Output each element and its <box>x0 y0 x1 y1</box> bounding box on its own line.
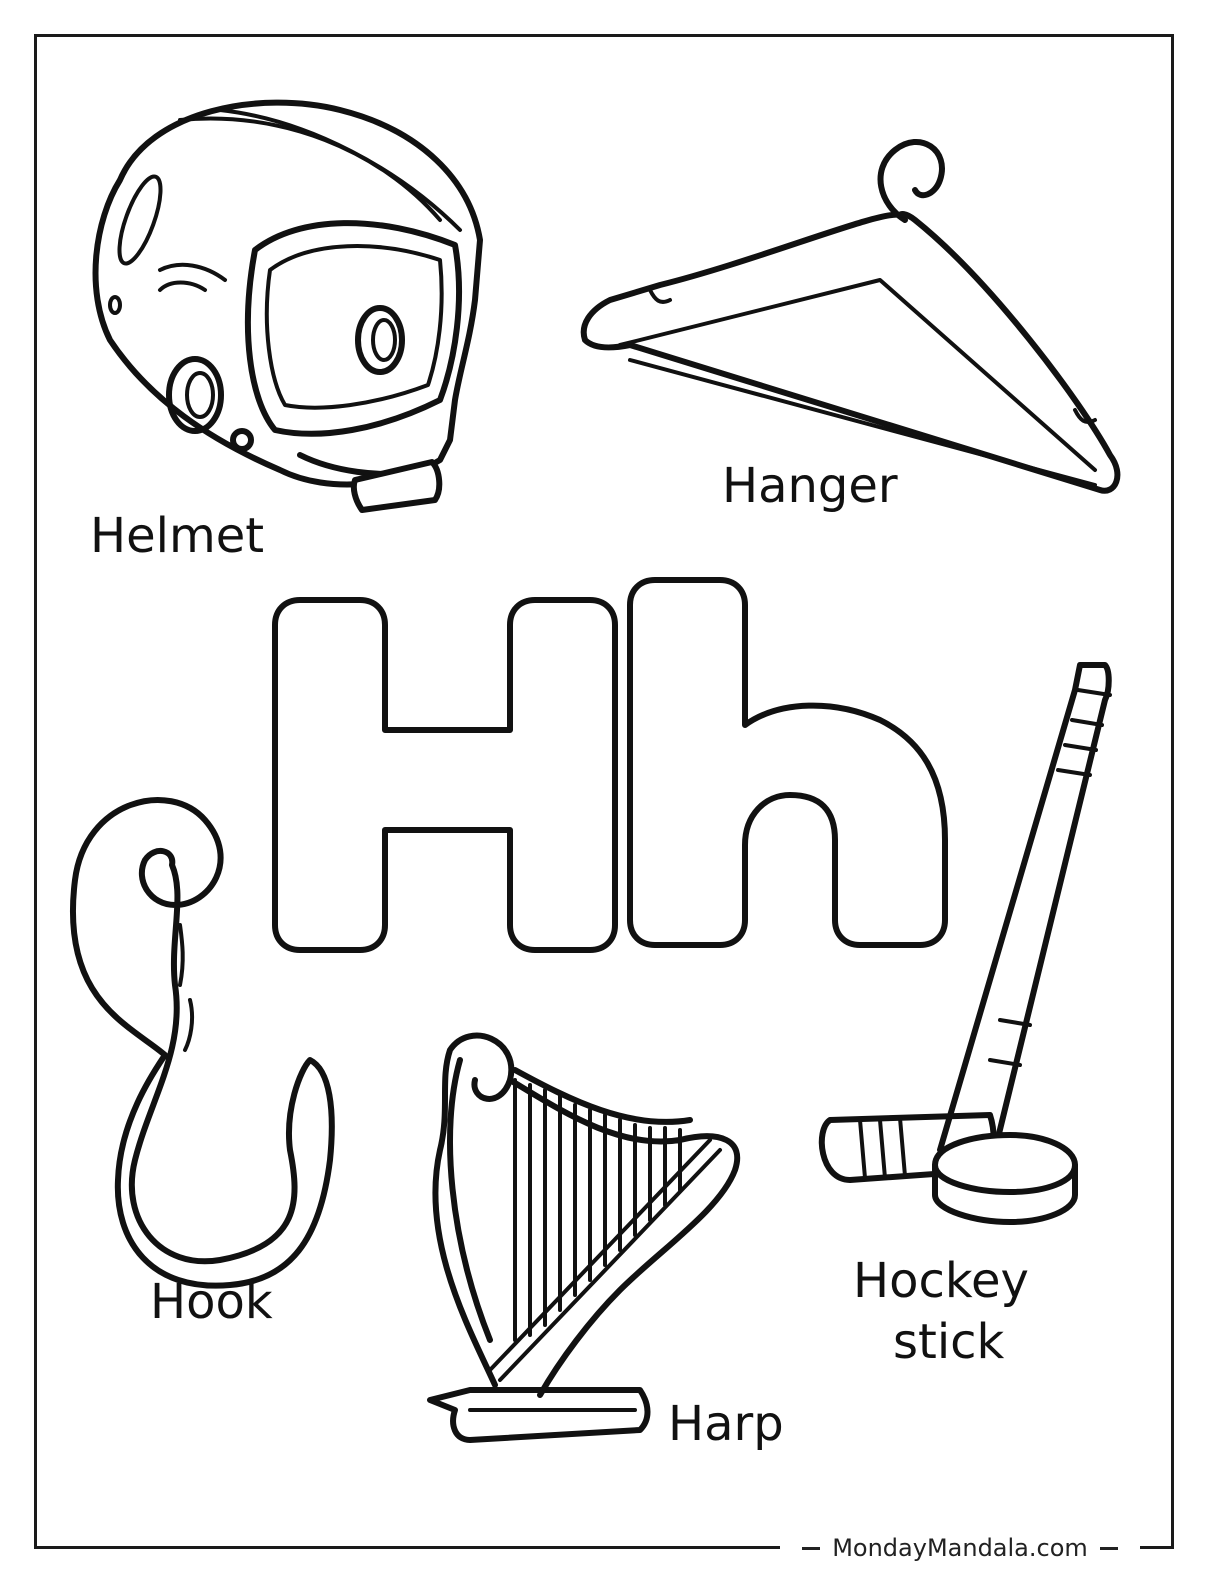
site-credit: MondayMandala.com <box>780 1528 1140 1568</box>
label-harp: Harp <box>668 1396 784 1452</box>
letter-outlines <box>272 577 948 953</box>
label-hanger: Hanger <box>722 458 898 514</box>
label-stick: stick <box>893 1314 1005 1370</box>
hanger-icon <box>580 138 1121 494</box>
credit-text[interactable]: MondayMandala.com <box>832 1534 1088 1562</box>
harp-icon <box>427 1032 740 1443</box>
hook-icon <box>70 797 335 1289</box>
credit-dash-right <box>1099 1546 1118 1550</box>
label-hockey: Hockey <box>853 1253 1029 1309</box>
label-hook: Hook <box>150 1274 273 1330</box>
label-helmet: Helmet <box>90 508 265 564</box>
helmet-icon <box>92 99 483 513</box>
credit-dash-left <box>802 1546 821 1550</box>
hockey-stick-icon <box>818 662 1112 1225</box>
page-border <box>34 34 1174 1549</box>
